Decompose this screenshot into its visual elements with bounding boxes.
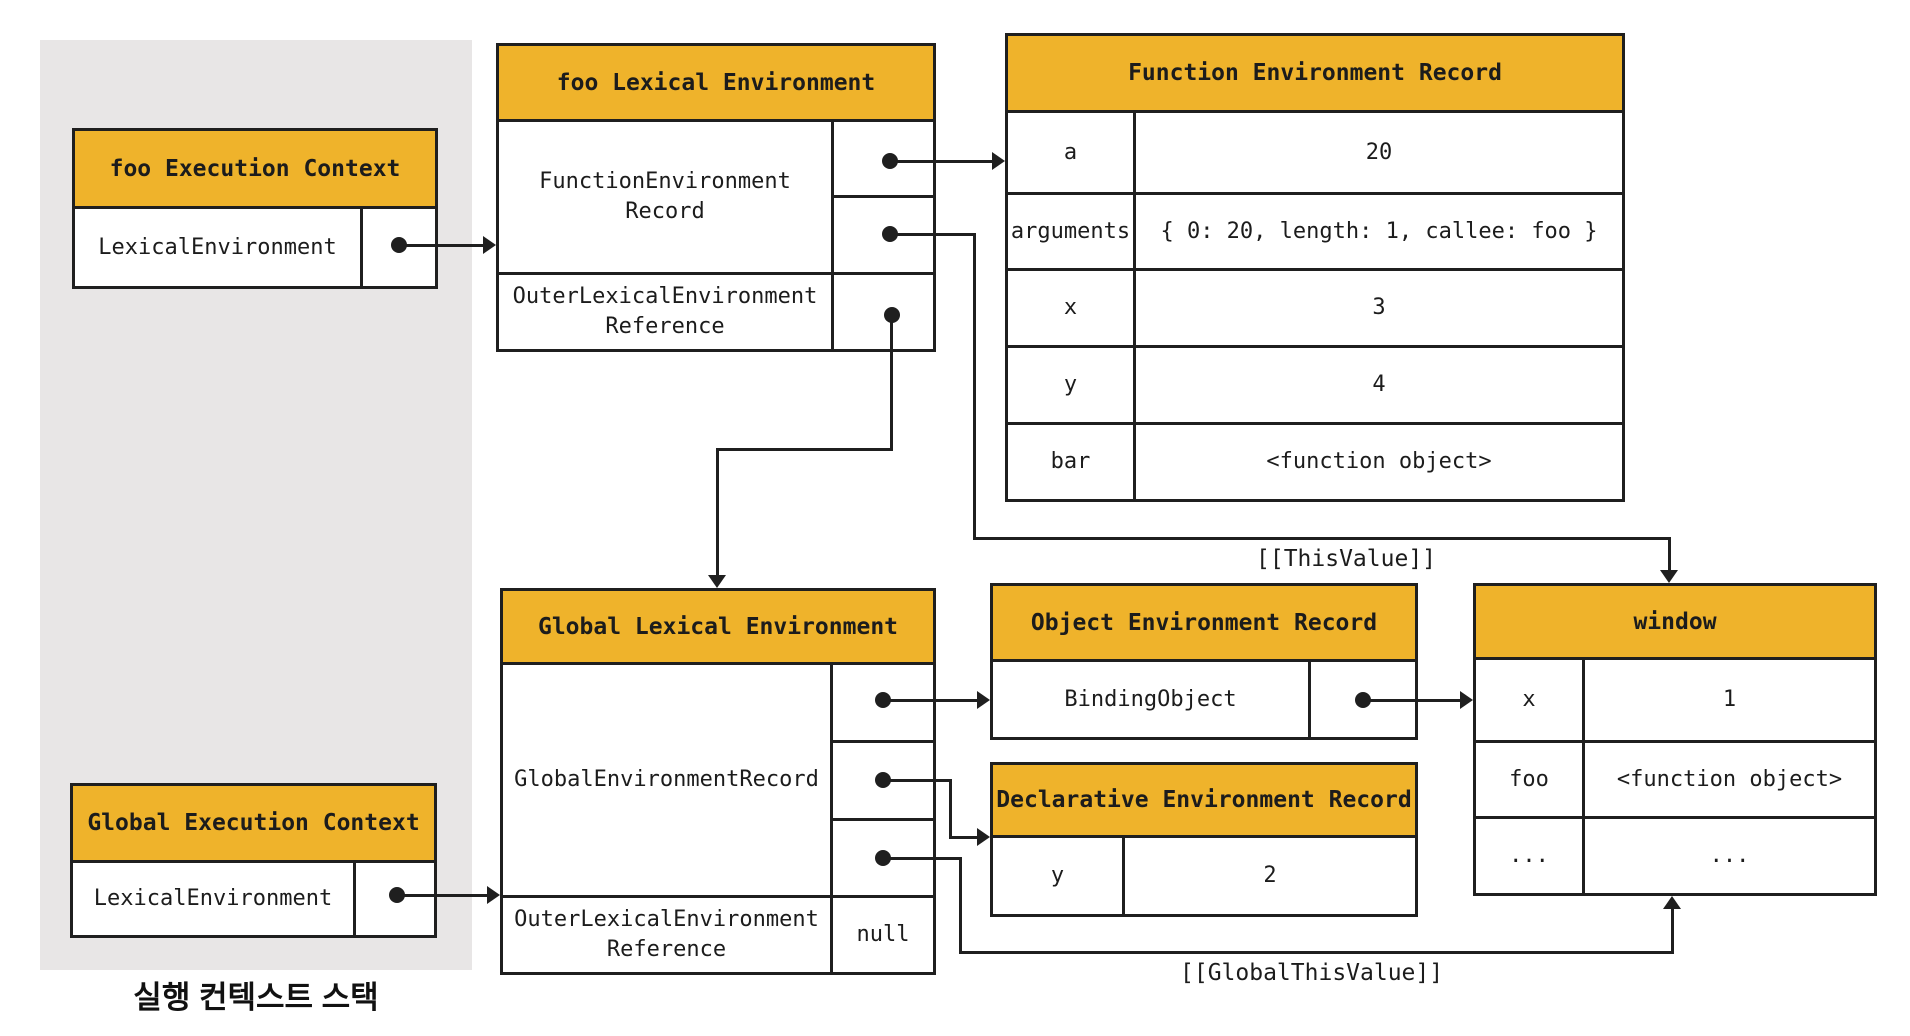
table-value: ... <box>1709 843 1750 869</box>
divider <box>360 209 363 286</box>
global-lexical-environment-title: Global Lexical Environment <box>503 591 933 665</box>
arrow-outer-ref-seg <box>890 315 893 451</box>
arrowhead <box>1663 896 1681 909</box>
foo-execution-context-title: foo Execution Context <box>75 131 435 209</box>
foo-ec-lexical-environment-label: LexicalEnvironment <box>98 234 337 260</box>
table-value: <function object> <box>1616 766 1843 792</box>
global-this-value-label: [[GlobalThisValue]] <box>1180 960 1444 986</box>
binding-object-label: BindingObject <box>1064 686 1237 712</box>
divider <box>1122 838 1125 914</box>
object-environment-record-box: Object Environment Record BindingObject <box>990 583 1418 740</box>
divider <box>1308 662 1311 737</box>
divider <box>1476 740 1874 743</box>
arrowhead <box>483 236 496 254</box>
table-key: a <box>1063 139 1078 165</box>
global-environment-record-label: GlobalEnvironmentRecord <box>514 767 819 793</box>
stack-caption: 실행 컨텍스트 스택 <box>133 980 379 1015</box>
arrow-gle-to-der-seg <box>949 836 980 839</box>
table-key: y <box>1050 863 1065 889</box>
arrowhead <box>977 828 990 846</box>
table-value: { 0: 20, length: 1, callee: foo } <box>1160 218 1598 244</box>
divider <box>1008 422 1622 425</box>
divider <box>353 863 356 935</box>
arrow-outer-ref-seg <box>716 448 893 451</box>
arrow-globalthis-seg <box>959 857 962 954</box>
table-value: <function object> <box>1266 449 1492 475</box>
function-environment-record-label: FunctionEnvironment Record <box>539 169 791 224</box>
outer-lexical-environment-reference-label: OuterLexicalEnvironment Reference <box>514 907 819 962</box>
divider <box>1008 192 1622 195</box>
divider <box>1008 268 1622 271</box>
arrow-thisvalue-seg <box>890 233 976 236</box>
global-execution-context-box: Global Execution Context LexicalEnvironm… <box>70 783 437 938</box>
arrow-gle-to-oer <box>883 699 980 702</box>
table-value: 3 <box>1372 295 1386 321</box>
foo-lexical-environment-box: foo Lexical Environment FunctionEnvironm… <box>496 43 936 352</box>
divider <box>830 665 833 895</box>
arrow-global-ec-to-gle <box>397 894 490 897</box>
function-environment-record-title: Function Environment Record <box>1008 36 1622 113</box>
arrow-thisvalue-seg <box>973 537 1671 540</box>
arrow-gle-to-der-seg <box>883 779 952 782</box>
arrowhead <box>992 152 1005 170</box>
divider <box>499 272 933 275</box>
arrow-binding-to-window <box>1363 699 1463 702</box>
table-value: 1 <box>1722 687 1737 713</box>
table-key: x <box>1063 295 1078 321</box>
table-key: arguments <box>1010 218 1131 244</box>
arrow-foo-ec-to-foo-le <box>399 244 489 247</box>
global-ec-lexical-environment-label: LexicalEnvironment <box>93 886 333 912</box>
divider <box>1008 345 1622 348</box>
arrow-gle-to-der-seg <box>949 779 952 839</box>
arrow-thisvalue-seg <box>973 233 976 540</box>
global-execution-context-title: Global Execution Context <box>73 786 434 863</box>
divider <box>830 898 833 972</box>
window-object-box: window x 1 foo <function object> ... ... <box>1473 583 1877 896</box>
outer-reference-null-value: null <box>856 922 910 948</box>
arrowhead <box>487 886 500 904</box>
window-title: window <box>1476 586 1874 660</box>
arrowhead <box>1660 570 1678 583</box>
object-environment-record-title: Object Environment Record <box>993 586 1415 662</box>
divider <box>831 195 933 198</box>
table-key: ... <box>1509 843 1549 869</box>
arrowhead <box>977 691 990 709</box>
arrow-outer-ref-seg <box>716 448 719 578</box>
foo-execution-context-box: foo Execution Context LexicalEnvironment <box>72 128 438 289</box>
table-value: 20 <box>1365 139 1393 165</box>
global-lexical-environment-box: Global Lexical Environment GlobalEnviron… <box>500 588 936 975</box>
arrow-foo-le-to-fer <box>890 160 994 163</box>
table-value: 2 <box>1263 863 1277 889</box>
table-key: x <box>1522 687 1536 713</box>
divider <box>830 818 933 821</box>
table-key: y <box>1063 372 1078 398</box>
declarative-environment-record-box: Declarative Environment Record y 2 <box>990 762 1418 917</box>
table-key: foo <box>1509 766 1549 792</box>
this-value-label: [[ThisValue]] <box>1256 546 1437 572</box>
function-environment-record-table: Function Environment Record a 20 argumen… <box>1005 33 1625 502</box>
table-key: bar <box>1050 449 1091 475</box>
arrow-globalthis-seg <box>883 857 962 860</box>
divider <box>1133 113 1136 499</box>
divider <box>830 740 933 743</box>
arrow-thisvalue-seg <box>1668 537 1671 573</box>
divider <box>1476 816 1874 819</box>
outer-lexical-environment-reference-label: OuterLexicalEnvironment Reference <box>512 284 818 339</box>
arrow-globalthis-seg <box>1671 908 1674 954</box>
table-value: 4 <box>1372 372 1386 398</box>
divider <box>831 122 834 349</box>
divider <box>503 895 933 898</box>
arrowhead <box>708 575 726 588</box>
declarative-environment-record-title: Declarative Environment Record <box>993 765 1415 838</box>
divider <box>1582 660 1585 893</box>
foo-lexical-environment-title: foo Lexical Environment <box>499 46 933 122</box>
arrow-globalthis-seg <box>959 951 1674 954</box>
arrowhead <box>1460 691 1473 709</box>
